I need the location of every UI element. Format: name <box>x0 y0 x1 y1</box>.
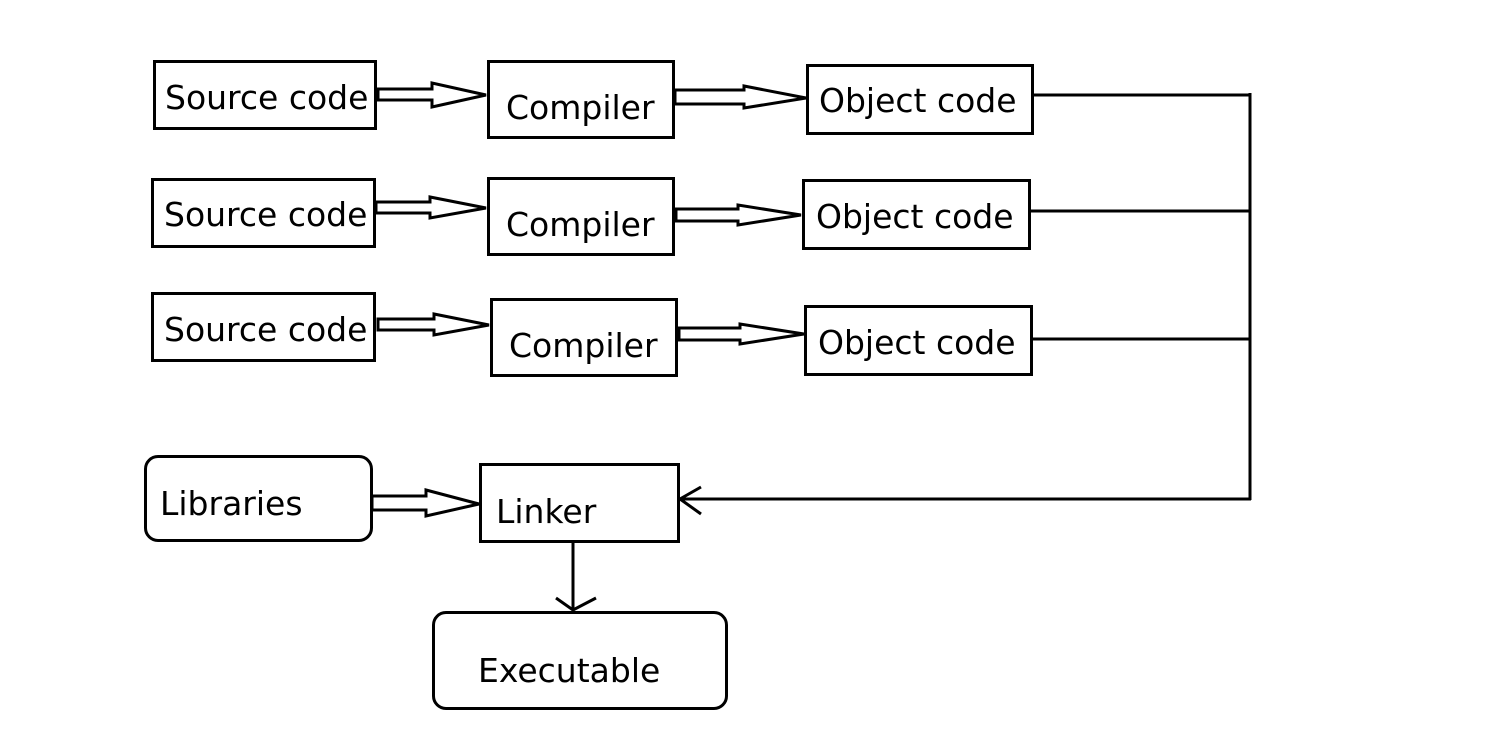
arrow-compiler-to-object-1 <box>673 84 807 110</box>
executable-label: Executable <box>478 651 661 690</box>
compiler-box-3: Compiler <box>490 298 678 377</box>
executable-box: Executable <box>432 611 728 710</box>
libraries-label: Libraries <box>160 484 303 523</box>
compiler-box-2: Compiler <box>487 177 675 256</box>
arrow-source-to-compiler-3 <box>376 312 490 337</box>
source-code-box-3: Source code <box>151 292 376 362</box>
object-code-box-3: Object code <box>804 305 1033 376</box>
arrow-source-to-compiler-2 <box>374 195 487 220</box>
object-code-box-1: Object code <box>806 64 1034 135</box>
compiler-label-3: Compiler <box>509 326 658 365</box>
object-code-label-2: Object code <box>816 197 1014 236</box>
arrow-source-to-compiler-1 <box>376 81 487 109</box>
source-code-label-3: Source code <box>164 310 368 349</box>
compiler-label-1: Compiler <box>506 88 655 127</box>
compiler-box-1: Compiler <box>487 60 675 139</box>
linker-label: Linker <box>496 492 597 531</box>
source-code-label-1: Source code <box>165 78 369 117</box>
arrowhead-linker <box>677 485 702 516</box>
object-code-label-1: Object code <box>819 81 1017 120</box>
arrowhead-executable <box>555 596 597 612</box>
object-code-label-3: Object code <box>818 323 1016 362</box>
source-code-box-1: Source code <box>153 60 377 130</box>
linker-box: Linker <box>479 463 680 543</box>
source-code-label-2: Source code <box>164 195 368 234</box>
object-code-box-2: Object code <box>802 179 1031 250</box>
libraries-box: Libraries <box>144 455 373 542</box>
compiler-label-2: Compiler <box>506 205 655 244</box>
arrow-compiler-to-object-2 <box>674 203 802 227</box>
arrow-compiler-to-object-3 <box>677 322 805 346</box>
source-code-box-2: Source code <box>151 178 376 248</box>
arrow-libraries-to-linker <box>370 488 480 518</box>
